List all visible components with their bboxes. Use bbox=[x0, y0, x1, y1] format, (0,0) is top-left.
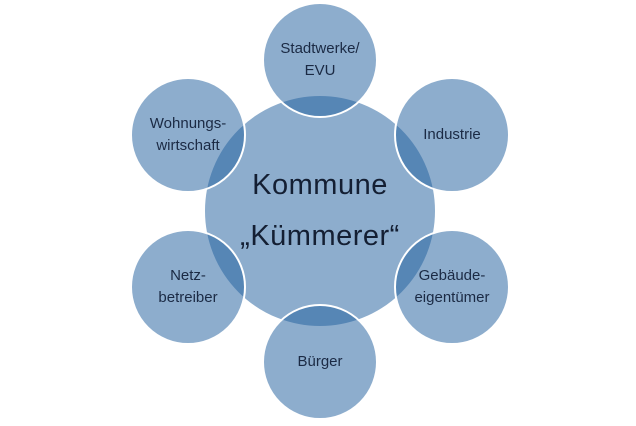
satellite-label-line: wirtschaft bbox=[156, 137, 220, 154]
center-label-line2: „Kümmerer“ bbox=[240, 219, 400, 252]
circle-stadtwerke-evu: Stadtwerke/ EVU bbox=[262, 2, 378, 118]
satellite-label-line: Stadtwerke/ bbox=[280, 40, 360, 58]
circle-gebaeudeeigentuemer: Gebäude- eigentümer bbox=[394, 229, 510, 345]
center-label-line1: Kommune bbox=[252, 169, 388, 202]
circle-netzbetreiber: Netz- betreiber bbox=[130, 229, 246, 345]
circle-industrie: Industrie bbox=[394, 77, 510, 193]
satellite-label-line: Bürger bbox=[297, 353, 343, 371]
satellite-label-line: eigentümer bbox=[414, 289, 490, 306]
satellite-label-line: Netz- bbox=[170, 267, 206, 285]
satellite-label-line: Industrie bbox=[423, 126, 481, 144]
satellite-label-line: Gebäude- bbox=[418, 267, 486, 285]
satellite-label-line: betreiber bbox=[158, 289, 218, 306]
circle-buerger: Bürger bbox=[262, 304, 378, 420]
satellite-label-line: Wohnungs- bbox=[149, 115, 227, 133]
circle-wohnungswirtschaft: Wohnungs- wirtschaft bbox=[130, 77, 246, 193]
satellite-label-line: EVU bbox=[304, 62, 336, 79]
